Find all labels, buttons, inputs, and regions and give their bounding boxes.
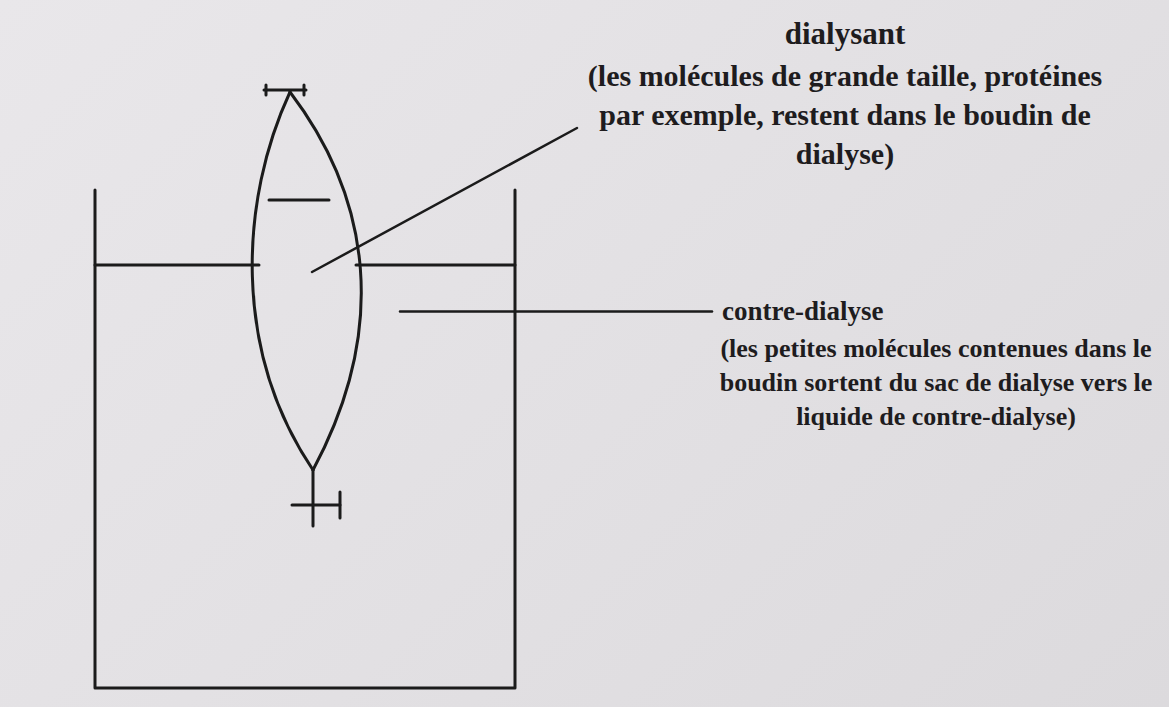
annotation-title: dialysant (785, 14, 906, 54)
bottom-clamp (292, 504, 340, 507)
bottom-clamp (339, 492, 342, 518)
leader-line (400, 310, 712, 313)
annotation-note: (les petites molécules contenues dans le… (716, 332, 1156, 433)
dialysis-bag (290, 92, 361, 470)
top-clamp (264, 89, 306, 92)
top-clamp (303, 85, 306, 95)
bag-fill-level (269, 199, 329, 202)
liquid-level (356, 264, 515, 267)
liquid-level (95, 264, 259, 267)
beaker (95, 190, 515, 688)
bottom-clamp (312, 470, 315, 526)
dialysis-bag (252, 92, 313, 470)
annotation-title: contre-dialyse (722, 294, 883, 329)
annotation-note: (les molécules de grande taille, protéin… (585, 56, 1105, 173)
leader-line (312, 128, 577, 272)
top-clamp (265, 85, 268, 95)
